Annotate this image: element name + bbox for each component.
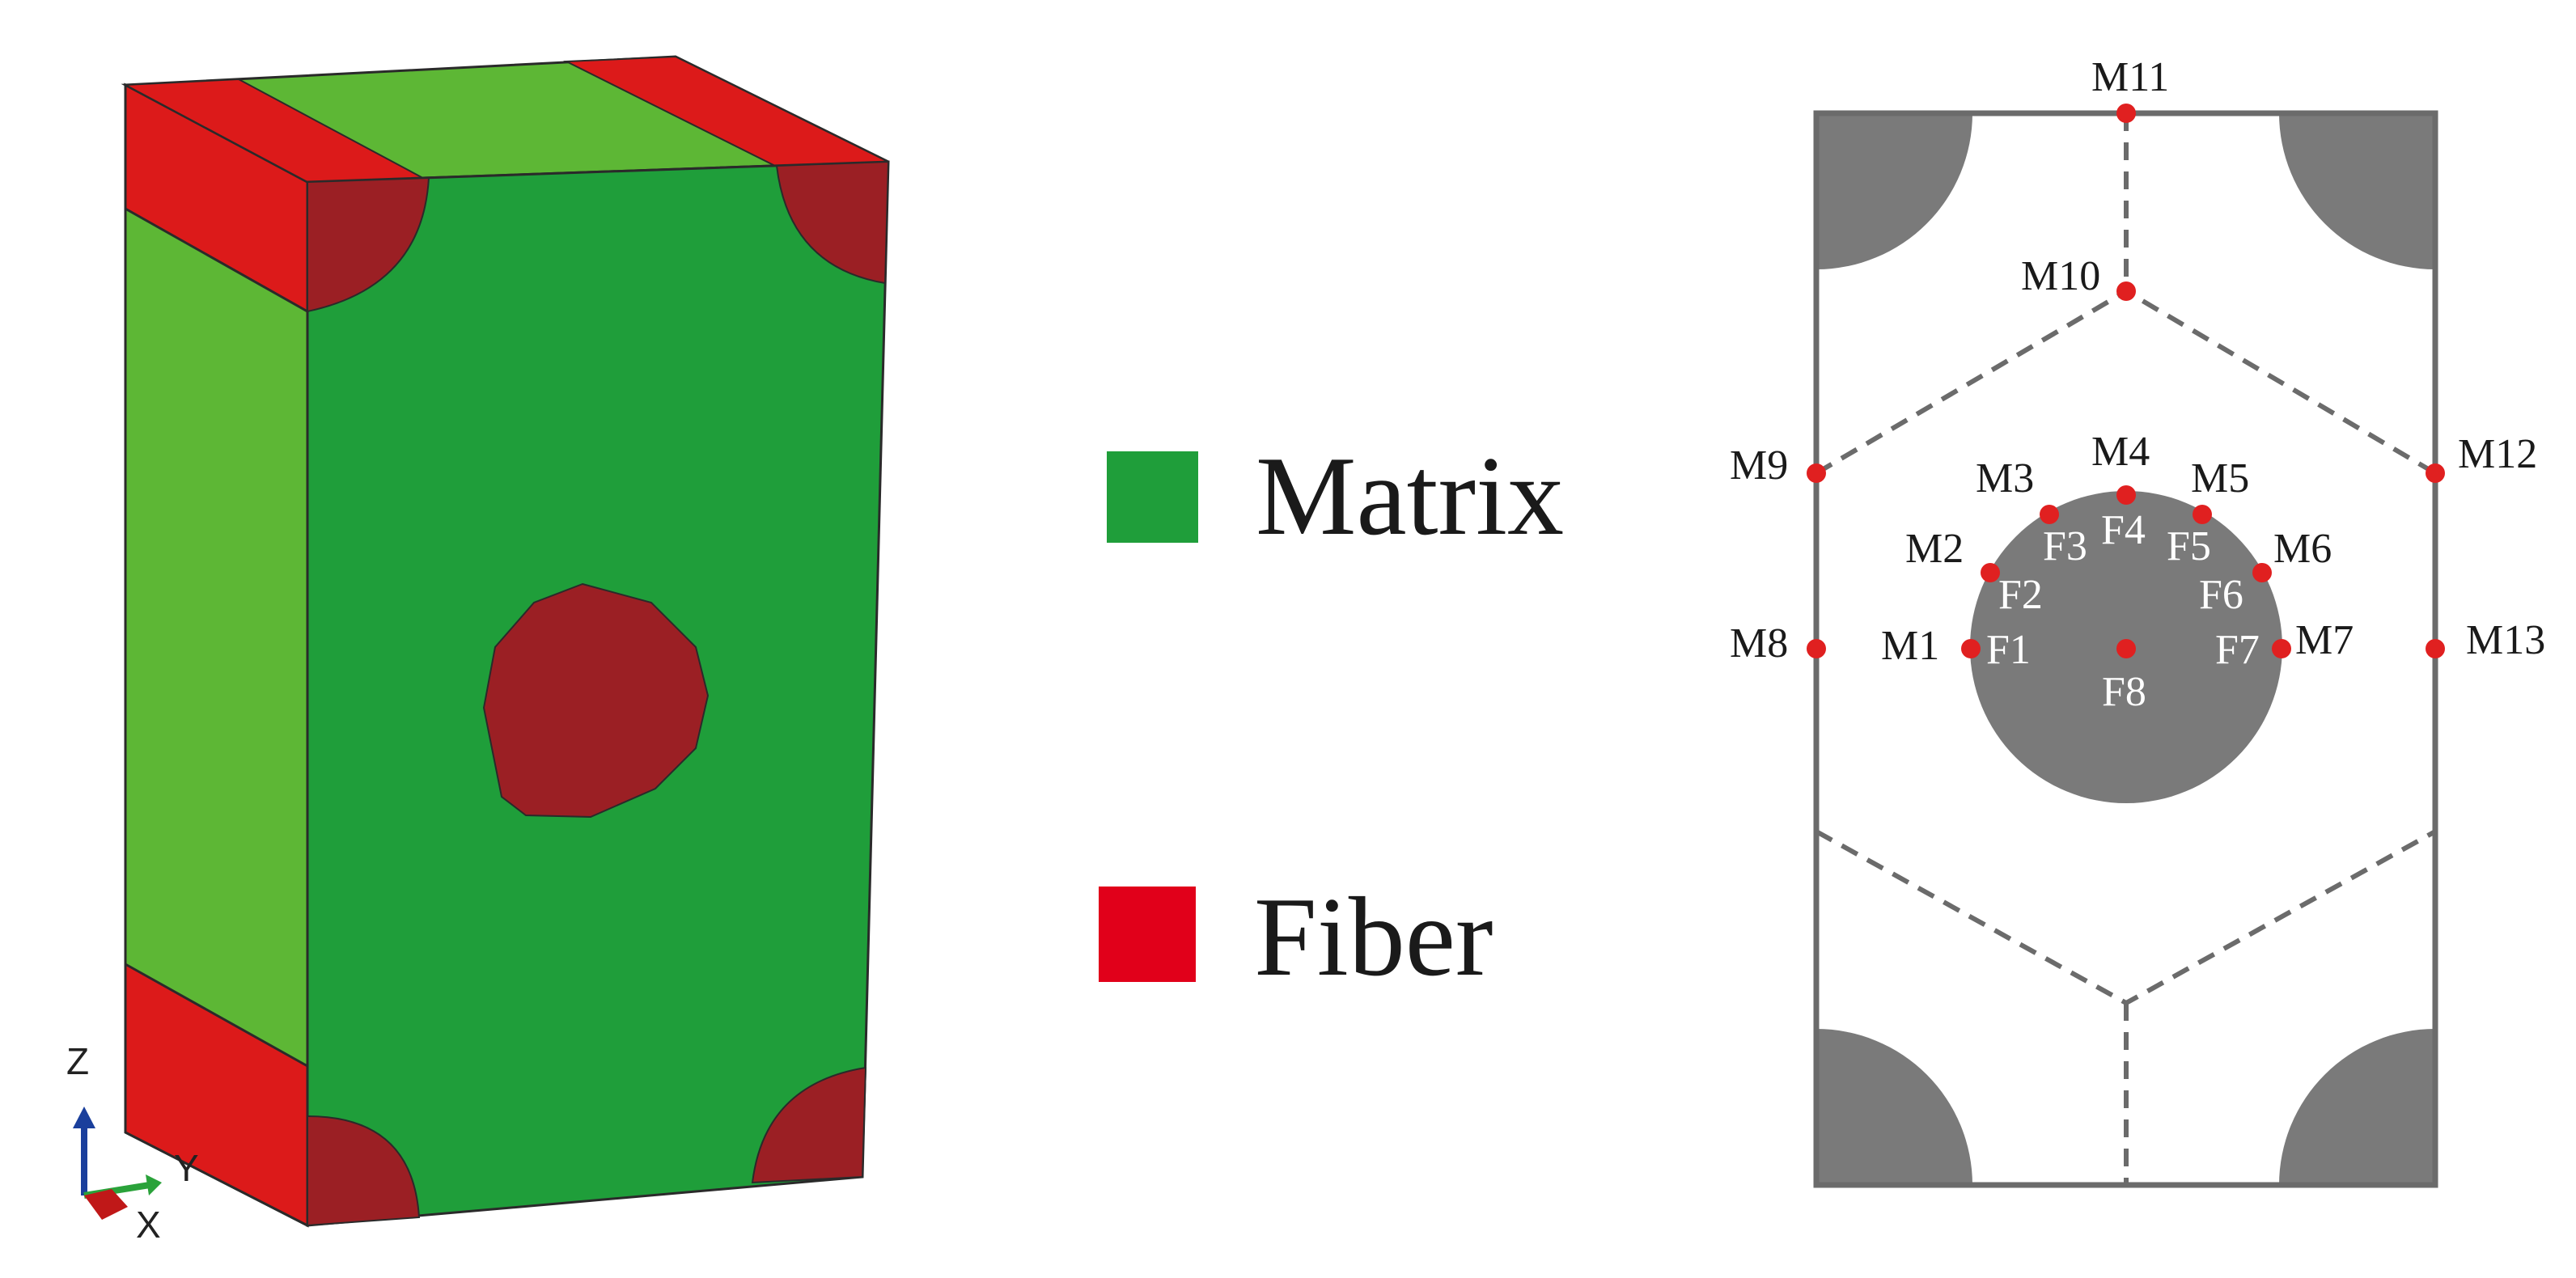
front-corner-fiber-bottom-left	[307, 1115, 421, 1227]
point-f3-label: F3	[2043, 523, 2087, 569]
point-f4-label: F4	[2101, 507, 2146, 553]
point-f8-label: F8	[2102, 669, 2146, 715]
point-m4-marker	[2116, 485, 2136, 505]
point-m8-label: M8	[1730, 620, 1788, 667]
point-m3-marker	[2040, 505, 2059, 524]
dashed-boundaries	[1815, 113, 2437, 1185]
axis-x-label: X	[136, 1204, 161, 1246]
front-corner-fiber-top-left	[307, 176, 430, 313]
point-m12-label: M12	[2458, 431, 2537, 477]
point-f8-marker	[2116, 639, 2136, 658]
legend-matrix-swatch	[1107, 451, 1198, 543]
front-corner-fiber-top-right	[775, 160, 890, 285]
point-m13-label: M13	[2466, 617, 2545, 663]
point-f5-label: F5	[2167, 523, 2211, 569]
point-f7-label: F7	[2215, 627, 2260, 673]
point-m10-label: M10	[2021, 253, 2100, 299]
point-m2-marker	[1981, 563, 2000, 582]
point-m7-label: M7	[2295, 617, 2354, 663]
point-f6-label: F6	[2199, 572, 2243, 618]
front-center-fiber	[482, 582, 710, 819]
corner-fiber-bottom-left	[1816, 1029, 1972, 1185]
point-m6-label: M6	[2273, 526, 2332, 572]
point-m2-label: M2	[1905, 526, 1964, 572]
point-m1-label: M1	[1881, 623, 1939, 669]
point-m5-label: M5	[2191, 455, 2249, 501]
legend: Matrix Fiber	[1099, 434, 1564, 1000]
point-m8-marker	[1807, 639, 1826, 658]
point-m9-marker	[1807, 463, 1826, 483]
point-m6-marker	[2252, 563, 2272, 582]
front-corner-fiber-bottom-right	[751, 1066, 867, 1184]
point-m1-marker	[1961, 639, 1981, 658]
y-arrow-icon	[146, 1174, 162, 1195]
point-m11-label: M11	[2091, 54, 2169, 100]
point-m10-marker	[2116, 281, 2136, 301]
legend-fiber-label: Fiber	[1254, 874, 1493, 1000]
corner-fiber-top-left	[1816, 113, 1972, 269]
axis-triad: Z Y X	[66, 1040, 199, 1246]
legend-matrix-label: Matrix	[1256, 434, 1564, 559]
point-m7-marker	[2272, 639, 2291, 658]
point-m9-label: M9	[1730, 442, 1788, 489]
x-arrow-icon	[84, 1189, 128, 1220]
point-m4-label: M4	[2091, 429, 2150, 475]
z-arrow-icon	[73, 1107, 95, 1128]
point-m3-label: M3	[1976, 455, 2034, 501]
axis-y-label: Y	[174, 1147, 199, 1189]
axis-z-label: Z	[66, 1040, 89, 1082]
point-m12-marker	[2426, 463, 2445, 483]
point-m5-marker	[2193, 505, 2212, 524]
corner-fiber-top-right	[2279, 113, 2435, 269]
unit-cell-3d	[121, 55, 890, 1228]
legend-fiber-swatch	[1099, 887, 1196, 982]
point-f2-label: F2	[1998, 572, 2043, 618]
corner-fiber-bottom-right	[2279, 1029, 2435, 1185]
point-m11-marker	[2116, 104, 2136, 123]
point-f1-label: F1	[1986, 627, 2031, 673]
point-m13-marker	[2426, 639, 2445, 658]
